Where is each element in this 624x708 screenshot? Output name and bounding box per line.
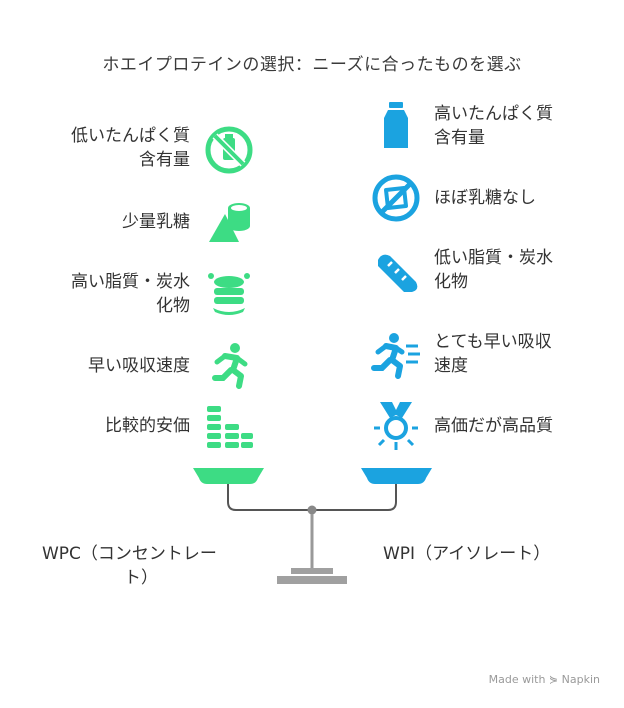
right-item-1-line2: 含有量 xyxy=(434,128,485,148)
left-item-1-text: 低いたんぱく質 含有量 xyxy=(71,124,190,172)
left-item-3-line2: 化物 xyxy=(156,296,190,316)
left-item-5-line1: 比較的安価 xyxy=(105,416,190,436)
right-item-1-line1: 高いたんぱく質 xyxy=(434,104,553,124)
right-item-3-line1: 低い脂質・炭水 xyxy=(434,248,553,268)
running-icon xyxy=(203,340,255,392)
right-item-3-text: 低い脂質・炭水 化物 xyxy=(434,246,553,294)
right-item-5-line1: 高価だが高品質 xyxy=(434,416,553,436)
left-scale-pan xyxy=(193,468,264,484)
napkin-footer: Made with ⋟ Napkin xyxy=(488,673,600,686)
scale-base-top xyxy=(291,568,333,574)
left-item-1-line2: 含有量 xyxy=(139,150,190,170)
right-item-4-line2: 速度 xyxy=(434,356,468,376)
left-item-5-text: 比較的安価 xyxy=(105,414,190,438)
right-item-4-text: とても早い吸収 速度 xyxy=(434,330,552,378)
shapes-icon xyxy=(203,196,255,248)
wpi-label: WPI（アイソレート） xyxy=(383,544,551,564)
coin-stack-icon xyxy=(203,400,255,452)
no-milk-icon xyxy=(203,124,255,176)
left-item-2-line1: 少量乳糖 xyxy=(122,212,190,232)
left-item-3-text: 高い脂質・炭水 化物 xyxy=(71,270,190,318)
left-item-4-line1: 早い吸収速度 xyxy=(88,356,190,376)
bread-icon xyxy=(370,246,422,298)
fast-run-icon xyxy=(370,330,422,382)
right-item-2-text: ほぼ乳糖なし xyxy=(434,186,536,210)
wpc-label-line2: ト） xyxy=(124,568,158,588)
left-item-3-line1: 高い脂質・炭水 xyxy=(71,272,190,292)
right-item-5-text: 高価だが高品質 xyxy=(434,414,553,438)
bottle-icon xyxy=(370,100,422,152)
right-scale-pan xyxy=(361,468,432,484)
wpc-label: WPC（コンセントレー ト） xyxy=(42,542,217,590)
no-bread-icon xyxy=(370,172,422,224)
food-stack-icon xyxy=(203,268,255,320)
right-item-4-line1: とても早い吸収 xyxy=(434,332,552,352)
scale-pivot xyxy=(307,505,317,515)
diagram-title: ホエイプロテインの選択：ニーズに合ったものを選ぶ xyxy=(102,55,522,75)
left-item-1-line1: 低いたんぱく質 xyxy=(71,126,190,146)
right-item-1-text: 高いたんぱく質 含有量 xyxy=(434,102,553,150)
left-item-2-text: 少量乳糖 xyxy=(122,210,190,234)
right-item-2-line1: ほぼ乳糖なし xyxy=(434,188,536,208)
scale-base-bottom xyxy=(277,576,347,584)
right-item-3-line2: 化物 xyxy=(434,272,468,292)
medal-icon xyxy=(370,400,422,452)
left-item-4-text: 早い吸収速度 xyxy=(88,354,190,378)
wpc-label-line1: WPC（コンセントレー xyxy=(42,544,217,564)
